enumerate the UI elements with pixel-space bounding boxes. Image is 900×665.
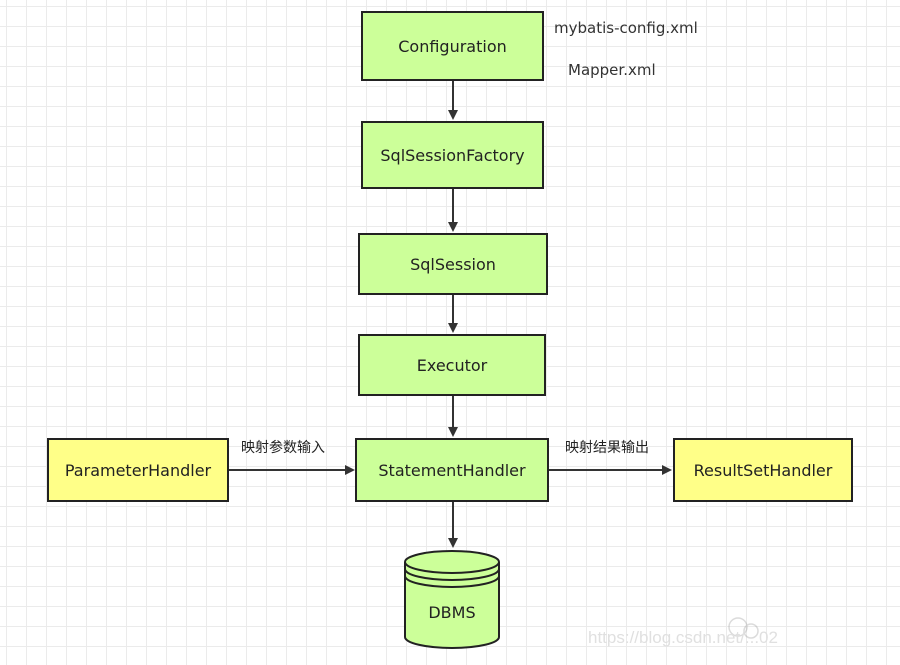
result-mapping-label: 映射结果输出 [565, 440, 649, 456]
statement-handler-node: StatementHandler [355, 438, 549, 502]
executor-node: Executor [358, 334, 546, 396]
mapper-note: Mapper.xml [568, 61, 656, 79]
sql-session-node: SqlSession [358, 233, 548, 295]
configuration-node: Configuration [361, 11, 544, 81]
parameter-handler-node: ParameterHandler [47, 438, 229, 502]
dbms-label: DBMS [428, 603, 476, 622]
dbms-cylinder [404, 550, 500, 649]
watermark-logo-icon [728, 617, 759, 639]
result-set-handler-node: ResultSetHandler [673, 438, 853, 502]
param-mapping-label: 映射参数输入 [241, 440, 325, 456]
watermark-text: https://blog.csdn.net/...02 [588, 628, 778, 647]
mybatis-config-note: mybatis-config.xml [554, 19, 698, 37]
sql-session-factory-node: SqlSessionFactory [361, 121, 544, 189]
